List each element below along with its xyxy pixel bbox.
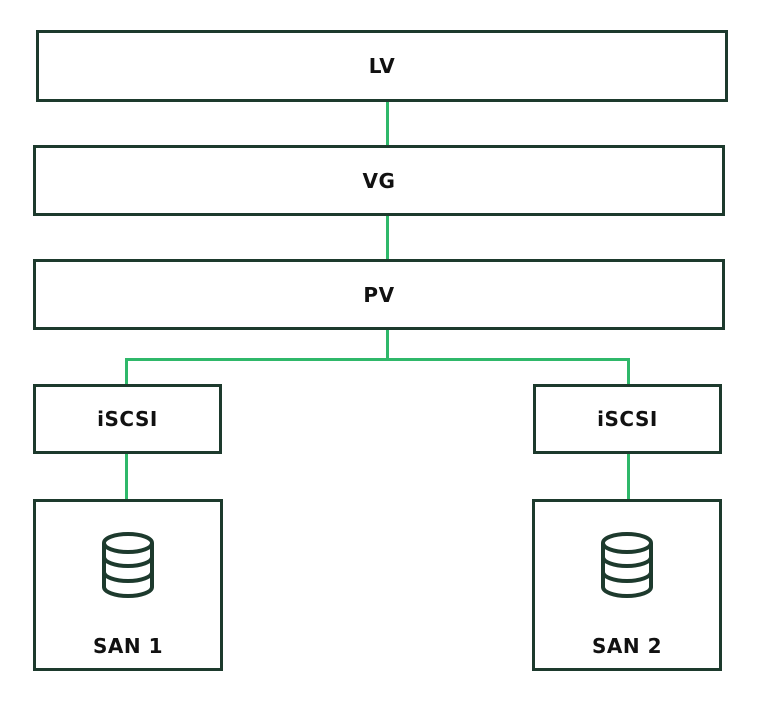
san2-label: SAN 2	[592, 634, 662, 658]
connector-branch-right	[627, 358, 630, 385]
database-icon	[601, 532, 653, 598]
connector-vg-pv	[386, 215, 389, 261]
san2-box: SAN 2	[532, 499, 722, 671]
iscsi-box-right: iSCSI	[533, 384, 722, 454]
connector-iscsi-san2	[627, 453, 630, 500]
connector-pv-branch-vertical	[386, 329, 389, 360]
connector-iscsi-san1	[125, 453, 128, 500]
connector-lv-vg	[386, 101, 389, 147]
pv-label: PV	[363, 282, 395, 307]
vg-label: VG	[362, 168, 396, 193]
iscsi-label-right: iSCSI	[597, 407, 658, 431]
pv-box: PV	[33, 259, 725, 330]
iscsi-label-left: iSCSI	[97, 407, 158, 431]
san1-box: SAN 1	[33, 499, 223, 671]
database-icon	[102, 532, 154, 598]
vg-box: VG	[33, 145, 725, 216]
iscsi-box-left: iSCSI	[33, 384, 222, 454]
lv-label: LV	[368, 54, 396, 78]
lv-box: LV	[36, 30, 728, 102]
san1-label: SAN 1	[93, 634, 163, 658]
connector-branch-horizontal	[125, 358, 630, 361]
connector-branch-left	[125, 358, 128, 385]
